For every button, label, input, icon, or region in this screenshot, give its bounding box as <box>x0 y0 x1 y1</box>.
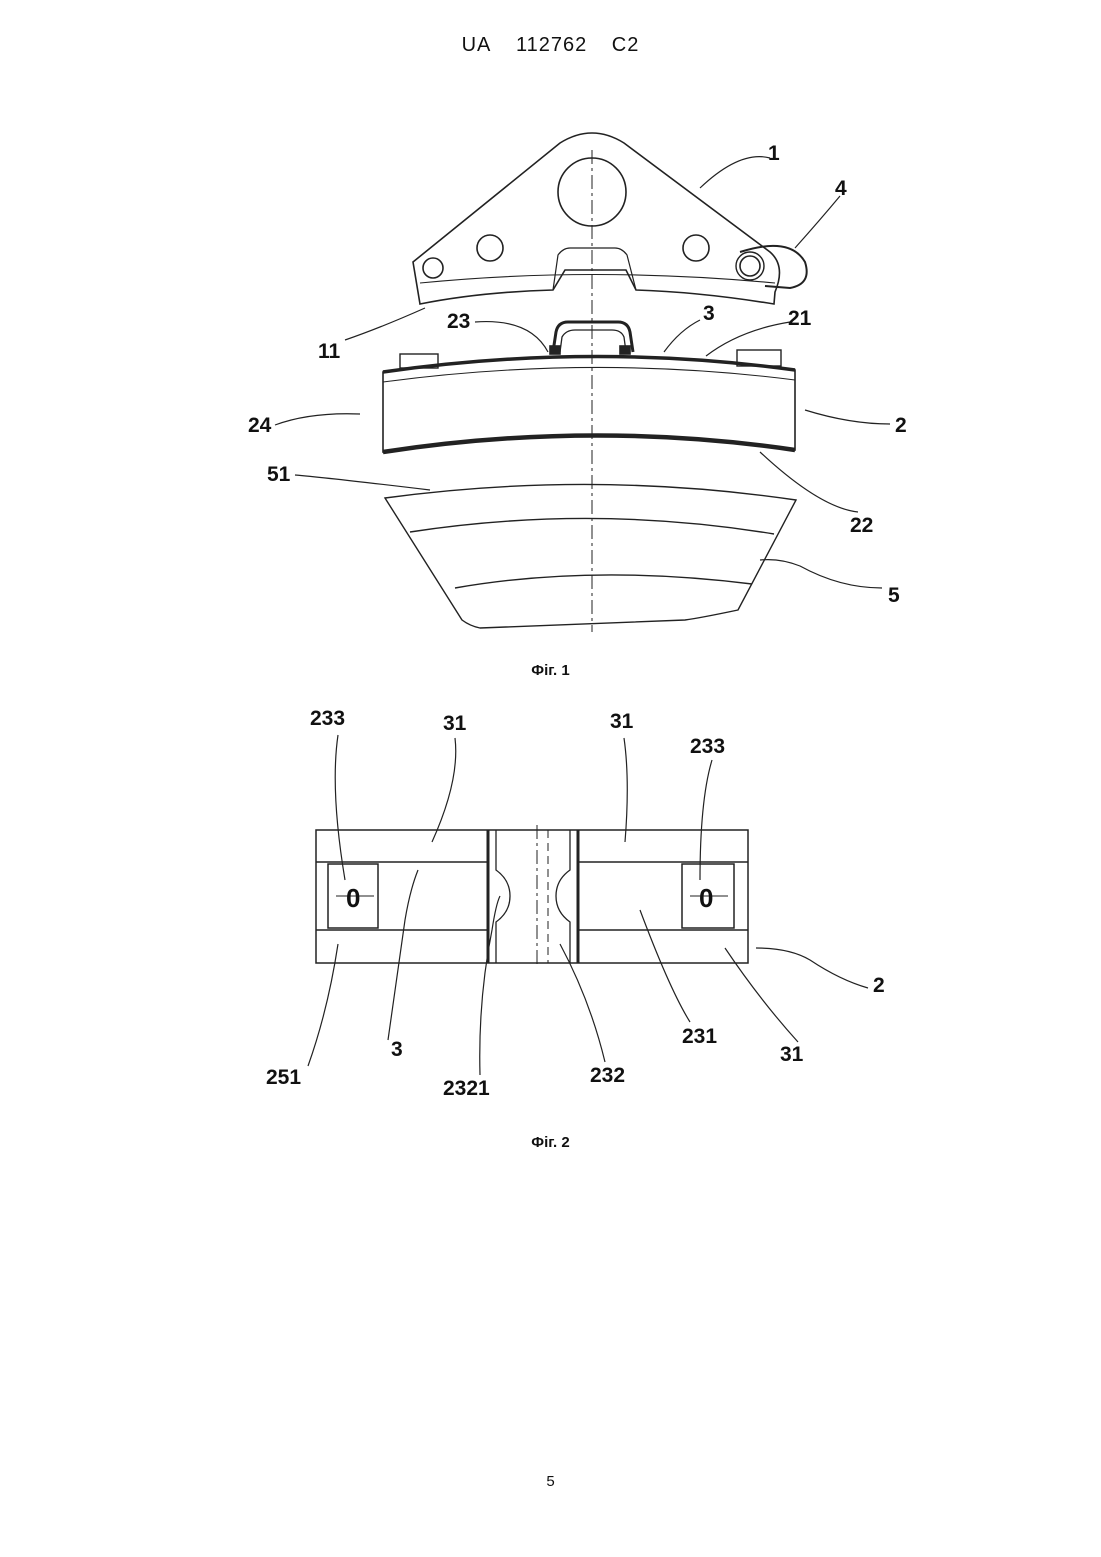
right-hole-mark: 0 <box>699 883 713 913</box>
shoe-plan-outline <box>316 830 748 963</box>
fig2-label-251: 251 <box>266 1066 301 1089</box>
fig2-label-31-b: 31 <box>610 710 634 733</box>
fig2-label-2321: 2321 <box>443 1077 490 1100</box>
fig2-label-231: 231 <box>682 1025 717 1048</box>
figure-2-caption: Фіг. 2 <box>0 1134 1101 1151</box>
fig2-label-2: 2 <box>873 974 885 997</box>
fig2-label-232: 232 <box>590 1064 625 1087</box>
fig2-label-233-left: 233 <box>310 707 345 730</box>
fig2-label-3: 3 <box>391 1038 403 1061</box>
figure-2-drawing: 0 0 233 31 31 233 2 251 3 2321 232 231 3… <box>0 0 1101 1140</box>
fig2-label-233-right: 233 <box>690 735 725 758</box>
page-number: 5 <box>0 1473 1101 1490</box>
fig2-label-31-c: 31 <box>780 1043 804 1066</box>
fig2-label-31-a: 31 <box>443 712 467 735</box>
left-hole-mark: 0 <box>346 883 360 913</box>
